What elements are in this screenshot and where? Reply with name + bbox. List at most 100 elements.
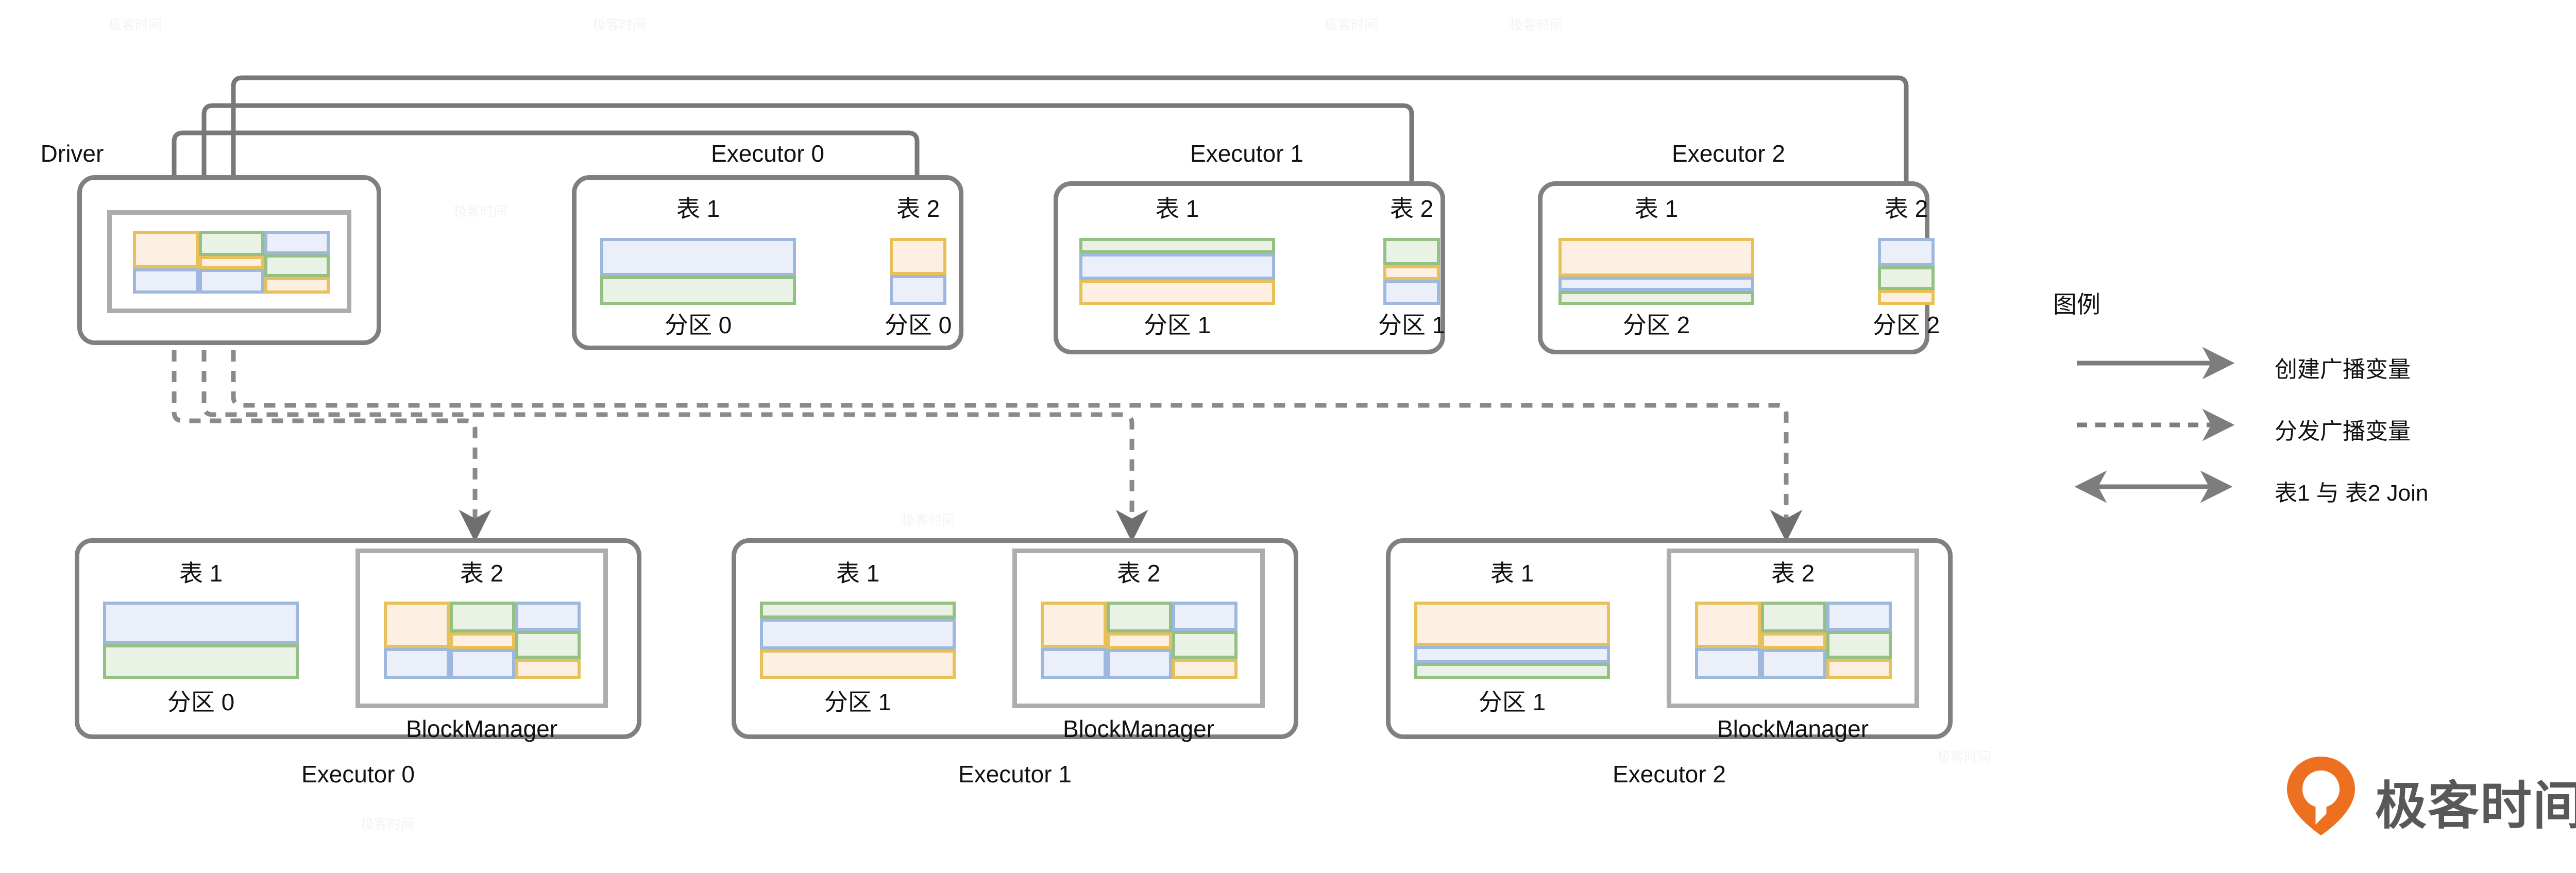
executor-0-title: Executor 0 (711, 140, 824, 167)
grid-column-2 (1760, 602, 1826, 679)
grid-cell (1695, 602, 1761, 648)
grid-cell (1041, 648, 1107, 679)
bottom-executor-1-caption: Executor 1 (958, 761, 1072, 788)
blockmanager-grid-1 (1041, 602, 1238, 679)
grid-cell (1826, 631, 1892, 659)
grid-column-1 (1041, 602, 1107, 679)
executor-2-title: Executor 2 (1672, 140, 1785, 167)
blockmanager-grid-0 (384, 602, 581, 679)
legend-item-join: 表1 与 表2 Join (2053, 470, 2576, 506)
table-row (1878, 238, 1935, 266)
grid-cell (1106, 632, 1172, 649)
table2-blocks (1878, 238, 1935, 305)
double-arrow-icon (2074, 470, 2233, 503)
table-row (760, 602, 956, 619)
brand-text: 极客时间 (2375, 777, 2576, 835)
table2-label: 表 2 (1116, 560, 1161, 587)
grid-cell (133, 231, 199, 269)
legend-label: 表1 与 表2 Join (2275, 481, 2429, 506)
table1-blocks (1079, 238, 1275, 305)
grid-cell (198, 231, 264, 256)
table-row (1558, 238, 1754, 277)
watermark: 极客时间 (1510, 17, 1564, 32)
grid-cell (515, 602, 581, 631)
table-row (1414, 602, 1610, 646)
watermark: 极客时间 (1324, 17, 1378, 32)
table2-partition: 分区 1 (1378, 312, 1446, 338)
legend-title: 图例 (2053, 291, 2100, 318)
table1-partition: 分区 2 (1622, 312, 1690, 338)
grid-column-2 (449, 602, 515, 679)
grid-cell (133, 268, 199, 294)
table1-label: 表 1 (1490, 560, 1534, 587)
grid-cell (198, 255, 264, 269)
table-row (890, 238, 946, 275)
watermark: 极客时间 (902, 512, 956, 528)
legend: 图例 创建广播变量 分发广播变量 (2053, 286, 2576, 523)
table-row (760, 649, 956, 679)
table-row (1558, 277, 1754, 291)
table-row (1079, 238, 1275, 253)
grid-cell (1041, 602, 1107, 648)
grid-cell (198, 269, 264, 294)
grid-cell (1760, 602, 1826, 632)
table-row (760, 619, 956, 649)
watermark: 极客时间 (361, 816, 415, 832)
table1-label: 表 1 (676, 195, 720, 222)
table2-label: 表 2 (896, 195, 940, 222)
table1-blocks (103, 602, 299, 679)
table-row (890, 275, 946, 305)
table2-label: 表 2 (1389, 195, 1434, 222)
legend-item-distribute-broadcast: 分发广播变量 (2053, 408, 2576, 444)
grid-cell (1172, 602, 1238, 631)
executor-1-title: Executor 1 (1190, 140, 1303, 167)
table2-blocks (890, 238, 946, 305)
grid-column-2 (198, 231, 264, 294)
grid-cell (1695, 648, 1761, 679)
grid-cell (449, 602, 515, 632)
grid-cell (264, 231, 330, 255)
grid-cell (1172, 631, 1238, 659)
table1-blocks (600, 238, 796, 305)
grid-cell (1172, 659, 1238, 679)
table2-partition: 分区 2 (1872, 312, 1940, 338)
bottom-executor-0-caption: Executor 0 (301, 761, 415, 788)
watermark: 极客时间 (453, 203, 507, 219)
table-row (1558, 290, 1754, 305)
grid-cell (515, 659, 581, 679)
table-row (600, 276, 796, 305)
grid-cell (1826, 659, 1892, 679)
table-row (1079, 253, 1275, 280)
table-row (600, 238, 796, 277)
table1-blocks (1558, 238, 1754, 305)
table1-label: 表 1 (1634, 195, 1679, 222)
table1-blocks (760, 602, 956, 679)
grid-column-1 (133, 231, 199, 294)
table-row (1383, 280, 1440, 305)
table-row (1878, 266, 1935, 290)
table1-label: 表 1 (179, 560, 223, 587)
table1-partition: 分区 0 (167, 689, 235, 715)
grid-cell (264, 254, 330, 278)
grid-cell (1826, 602, 1892, 631)
grid-cell (1760, 648, 1826, 679)
table1-partition: 分区 1 (1478, 689, 1546, 715)
table-row (1414, 662, 1610, 679)
grid-column-3 (1826, 602, 1892, 679)
solid-arrow-icon (2077, 347, 2235, 380)
table-row (1383, 265, 1440, 280)
grid-cell (264, 277, 330, 294)
blockmanager-caption: BlockManager (1062, 715, 1215, 742)
table1-blocks (1414, 602, 1610, 679)
grid-cell (1106, 648, 1172, 679)
watermark: 极客时间 (592, 17, 647, 32)
table2-label: 表 2 (1771, 560, 1815, 587)
driver-broadcast-grid (133, 231, 330, 294)
grid-column-3 (1172, 602, 1238, 679)
grid-cell (449, 648, 515, 679)
bottom-executor-2-caption: Executor 2 (1613, 761, 1726, 788)
brand-logo: 极客时间 (2277, 749, 2576, 847)
grid-column-3 (264, 231, 330, 294)
table1-partition: 分区 0 (664, 312, 732, 338)
